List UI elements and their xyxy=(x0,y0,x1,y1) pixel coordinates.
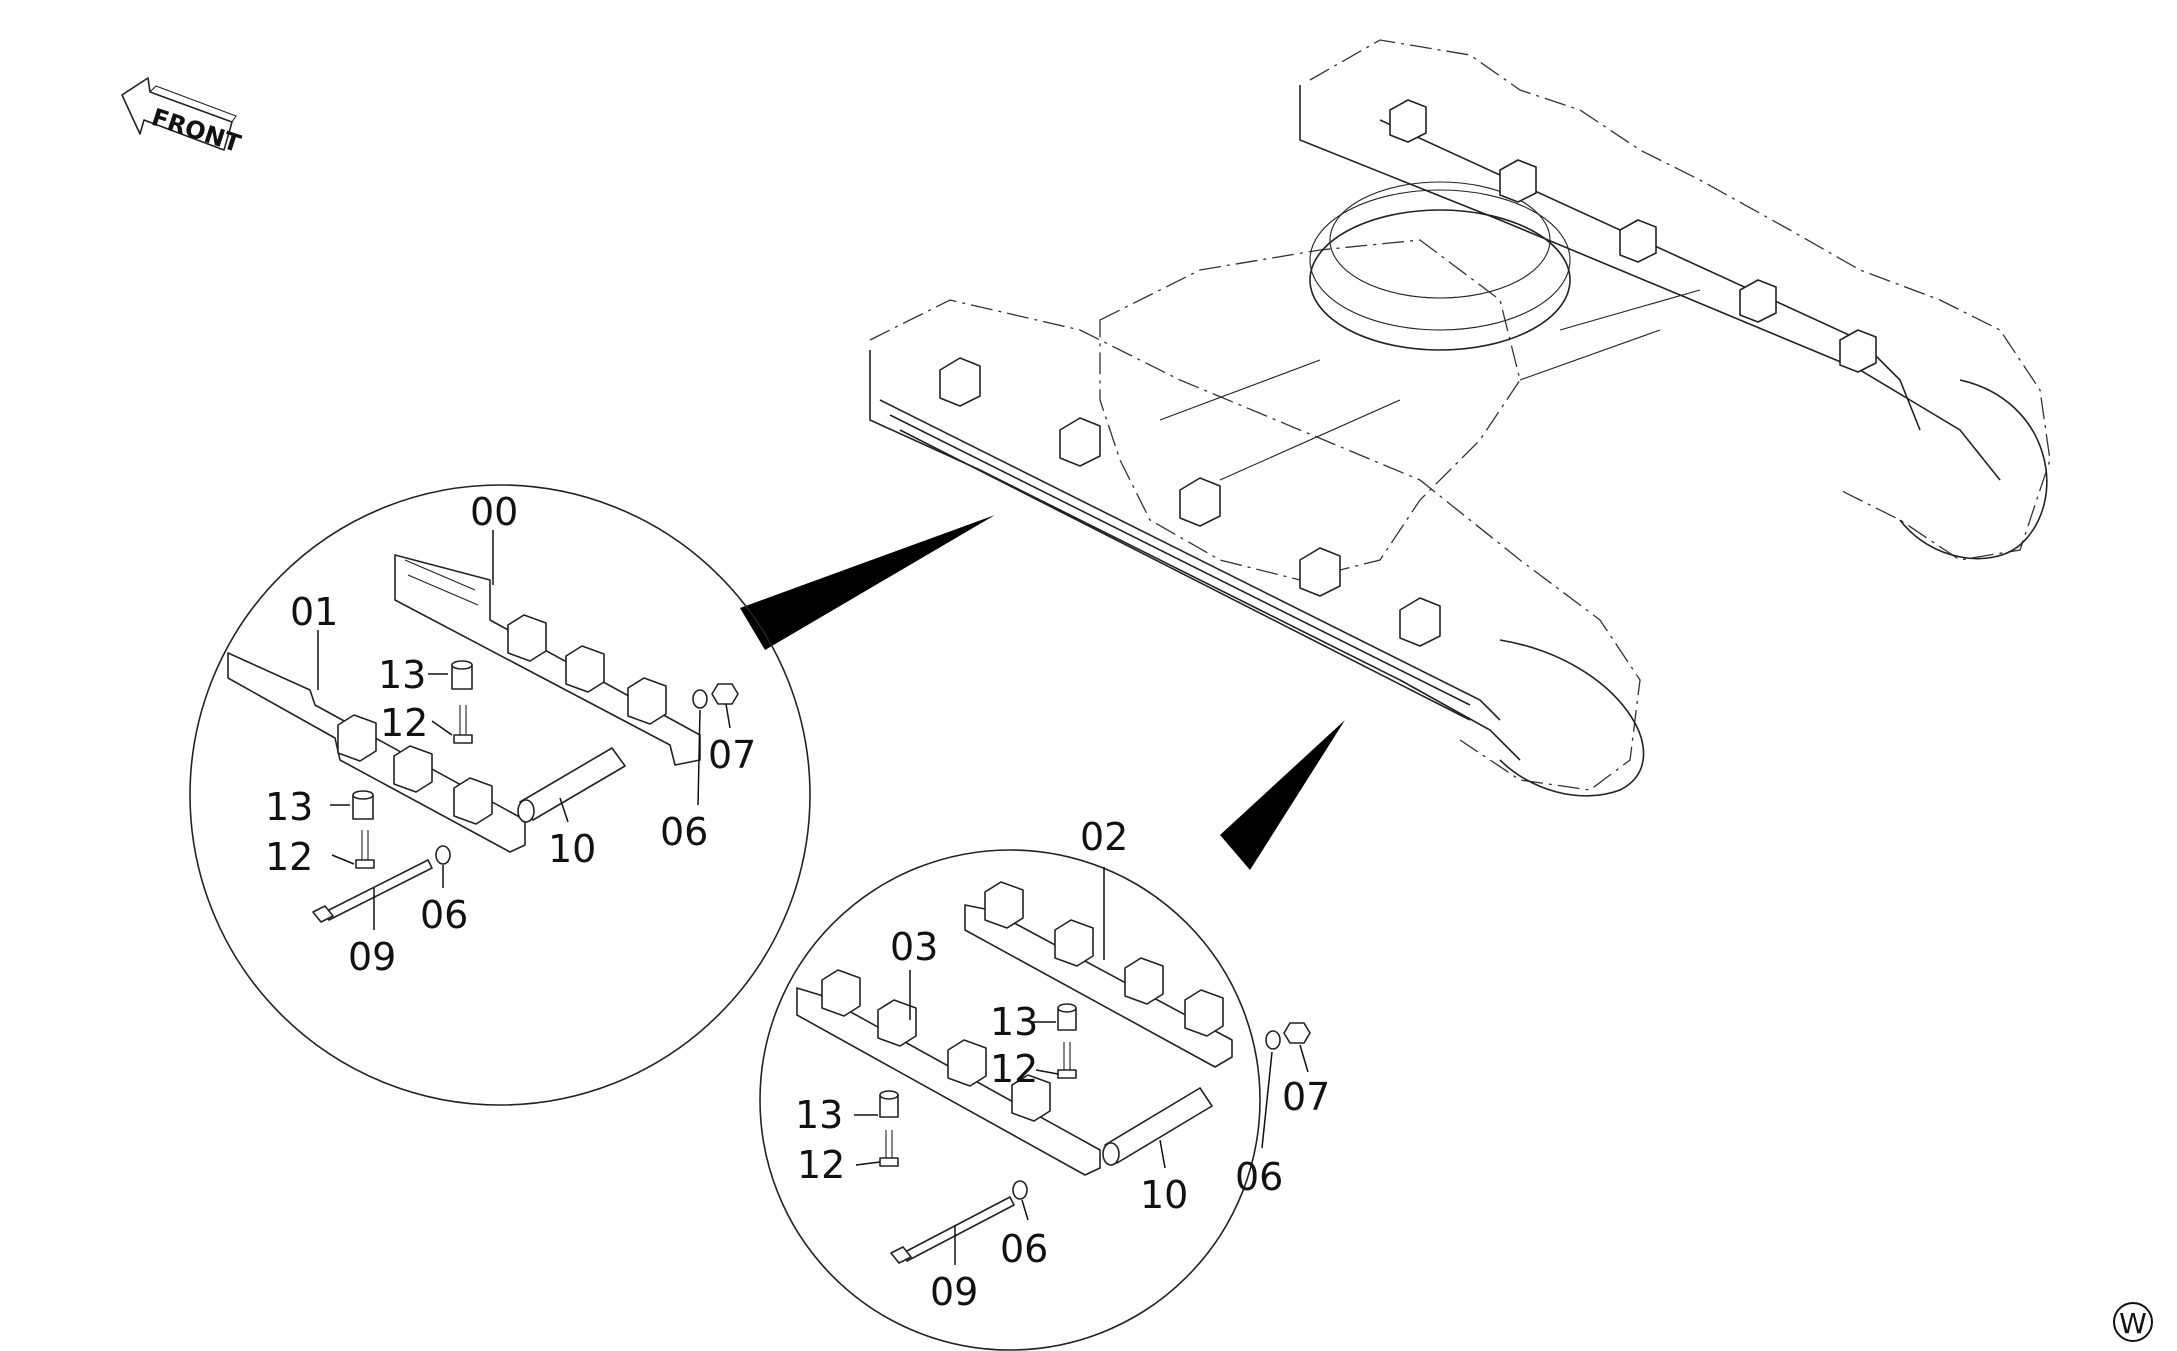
label-09-lower: 09 xyxy=(930,1270,978,1314)
label-06-upper-b: 06 xyxy=(420,893,468,937)
label-12-upper-a: 12 xyxy=(380,701,428,745)
label-13-lower-b: 13 xyxy=(795,1093,843,1137)
corner-mark-letter: W xyxy=(2119,1307,2147,1340)
upper-labels: 00 01 13 12 13 12 10 06 07 06 09 xyxy=(265,490,756,979)
label-01: 01 xyxy=(290,590,338,634)
label-13-upper-b: 13 xyxy=(265,785,313,829)
label-12-upper-b: 12 xyxy=(265,835,313,879)
leader-lines xyxy=(317,530,1309,1265)
label-12-lower-b: 12 xyxy=(797,1143,845,1187)
label-02: 02 xyxy=(1080,815,1128,859)
lower-callout-pointer xyxy=(1220,720,1345,870)
label-06-lower-a: 06 xyxy=(1235,1155,1283,1199)
label-06-upper-a: 06 xyxy=(660,810,708,854)
undercarriage-frame xyxy=(869,39,2051,797)
label-00: 00 xyxy=(470,490,518,534)
label-10-upper: 10 xyxy=(548,827,596,871)
label-06-lower-b: 06 xyxy=(1000,1227,1048,1271)
lower-labels: 02 03 13 12 13 12 10 06 07 06 09 xyxy=(795,815,1330,1314)
upper-callout-pointer xyxy=(740,515,995,650)
label-07-upper: 07 xyxy=(708,733,756,777)
label-03: 03 xyxy=(890,925,938,969)
label-13-upper-a: 13 xyxy=(378,653,426,697)
front-arrow-icon: FRONT xyxy=(121,77,245,158)
label-12-lower-a: 12 xyxy=(990,1047,1038,1091)
corner-mark: W xyxy=(2113,1302,2153,1342)
lower-detail-circle xyxy=(759,849,1311,1351)
label-13-lower-a: 13 xyxy=(990,1000,1038,1044)
label-07-lower: 07 xyxy=(1282,1075,1330,1119)
upper-detail-circle xyxy=(189,484,811,1106)
label-09-upper: 09 xyxy=(348,935,396,979)
label-10-lower: 10 xyxy=(1140,1173,1188,1217)
